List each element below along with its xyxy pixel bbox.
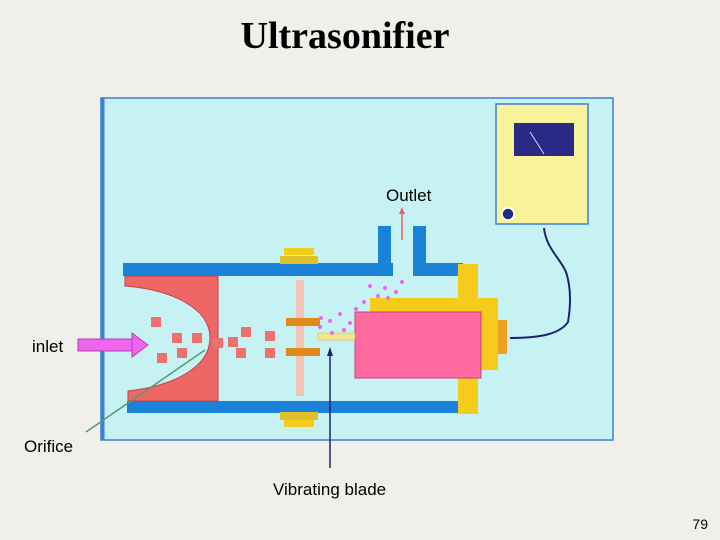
meter-knob <box>501 207 515 221</box>
orifice-leader <box>85 349 206 433</box>
blade-assembly <box>280 248 356 427</box>
transducer <box>354 311 482 379</box>
slide-title: Ultrasonifier <box>240 15 450 57</box>
outlet-label: Outlet <box>386 186 432 205</box>
housing-cap <box>498 320 507 354</box>
meter-screen <box>514 123 574 156</box>
pipe-walls <box>123 226 463 413</box>
power-cable <box>509 227 571 339</box>
inlet-label: inlet <box>32 337 64 356</box>
inlet-arrow <box>77 332 149 358</box>
mist-droplets <box>318 280 404 335</box>
power-meter <box>495 103 589 225</box>
liquid-particles <box>151 317 275 363</box>
inlet-chamber <box>124 275 219 402</box>
vibrating-blade-label: Vibrating blade <box>273 480 387 499</box>
vibrating-blade <box>317 332 356 341</box>
orifice-label: Orifice <box>24 437 74 456</box>
page-number: 79 <box>692 516 708 532</box>
